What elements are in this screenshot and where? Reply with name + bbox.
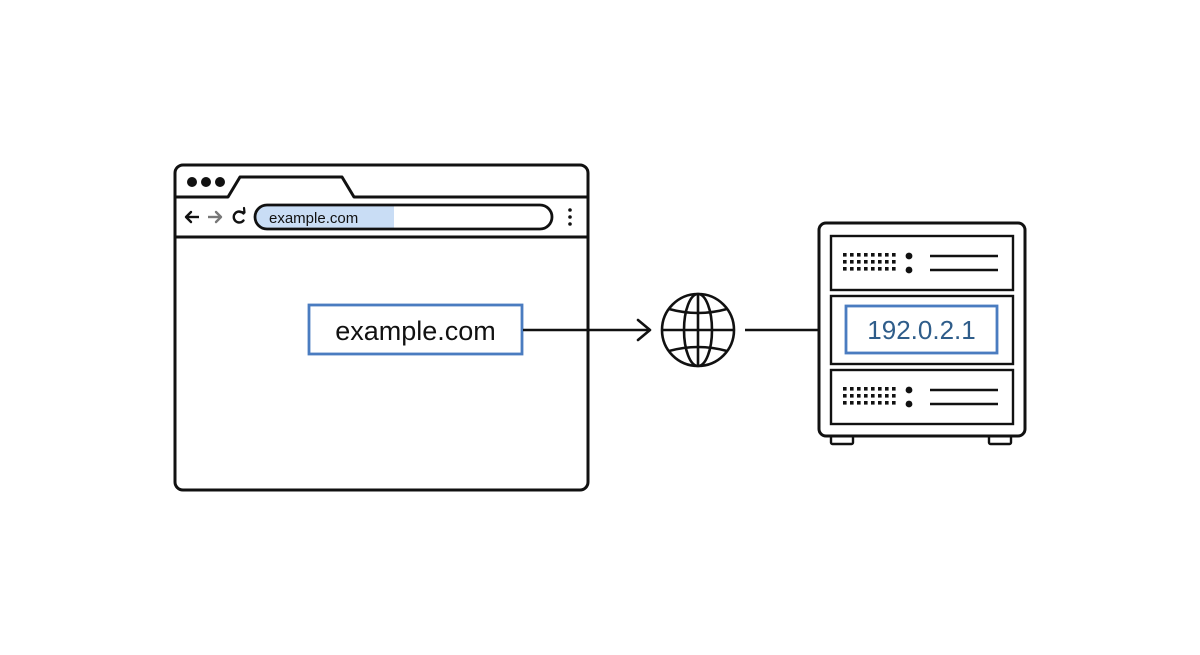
domain-label-box: example.com (307, 303, 524, 356)
ip-address-box: 192.0.2.1 (844, 304, 999, 355)
vent-dot (843, 394, 847, 398)
vent-dot (871, 401, 875, 405)
vent-dot (843, 260, 847, 264)
vent-dot (885, 253, 889, 257)
arrow-to-network (523, 318, 652, 342)
vent-dot (871, 260, 875, 264)
arrow-right-icon[interactable] (208, 210, 223, 224)
vent-dot (850, 401, 854, 405)
window-dot-icon[interactable] (187, 177, 197, 187)
vent-dot (885, 260, 889, 264)
vent-dot (850, 394, 854, 398)
vent-dot (857, 394, 861, 398)
address-bar[interactable]: example.com (253, 203, 554, 231)
vent-dot (892, 401, 896, 405)
vent-dot (878, 260, 882, 264)
vent-dot (892, 267, 896, 271)
vent-dot (878, 394, 882, 398)
vent-dot (857, 267, 861, 271)
vent-dot (871, 387, 875, 391)
vent-dot (850, 260, 854, 264)
vent-dot (885, 394, 889, 398)
vent-dot (864, 401, 868, 405)
browser-tab[interactable] (175, 175, 588, 199)
vent-dot (843, 253, 847, 257)
server-unit-top (829, 234, 1015, 292)
server-led (905, 400, 913, 408)
vent-dot (850, 267, 854, 271)
vent-dot (871, 394, 875, 398)
vent-dot (892, 260, 896, 264)
vent-dot (885, 267, 889, 271)
vent-dot (864, 394, 868, 398)
address-selection-highlight (255, 205, 394, 229)
address-bar-text: example.com (269, 210, 358, 227)
arrow-left-icon[interactable] (184, 210, 199, 224)
window-dot-icon[interactable] (215, 177, 225, 187)
vent-dot (850, 253, 854, 257)
domain-label: example.com (335, 316, 496, 346)
server-led (905, 252, 913, 260)
vent-dot (843, 267, 847, 271)
browser-window: example.com example.com (173, 163, 590, 492)
vent-dot (864, 260, 868, 264)
vent-dot (857, 260, 861, 264)
vent-dot (843, 401, 847, 405)
vent-dot (892, 387, 896, 391)
vent-dot (857, 387, 861, 391)
ip-address-label: 192.0.2.1 (867, 315, 975, 345)
vent-dot (843, 387, 847, 391)
vent-dot (864, 387, 868, 391)
globe-icon (660, 292, 736, 368)
vent-dot (892, 394, 896, 398)
server-vent-grid (843, 387, 896, 405)
vent-dot (878, 387, 882, 391)
vent-dot (878, 267, 882, 271)
vent-dot (857, 401, 861, 405)
vent-dot (878, 253, 882, 257)
server-led (905, 266, 913, 274)
vent-dot (864, 267, 868, 271)
vent-dot (857, 253, 861, 257)
vent-dot (885, 401, 889, 405)
vent-dot (892, 253, 896, 257)
window-dot-icon[interactable] (201, 177, 211, 187)
server-vent-grid (843, 253, 896, 271)
vent-dot (871, 267, 875, 271)
vent-dot (885, 387, 889, 391)
server-led (905, 386, 913, 394)
vent-dot (871, 253, 875, 257)
server-rack: 192.0.2.1 (817, 221, 1027, 446)
more-vertical-icon[interactable] (568, 208, 572, 226)
server-unit-bottom (829, 368, 1015, 426)
vent-dot (864, 253, 868, 257)
vent-dot (850, 387, 854, 391)
reload-icon[interactable] (232, 206, 246, 224)
vent-dot (878, 401, 882, 405)
